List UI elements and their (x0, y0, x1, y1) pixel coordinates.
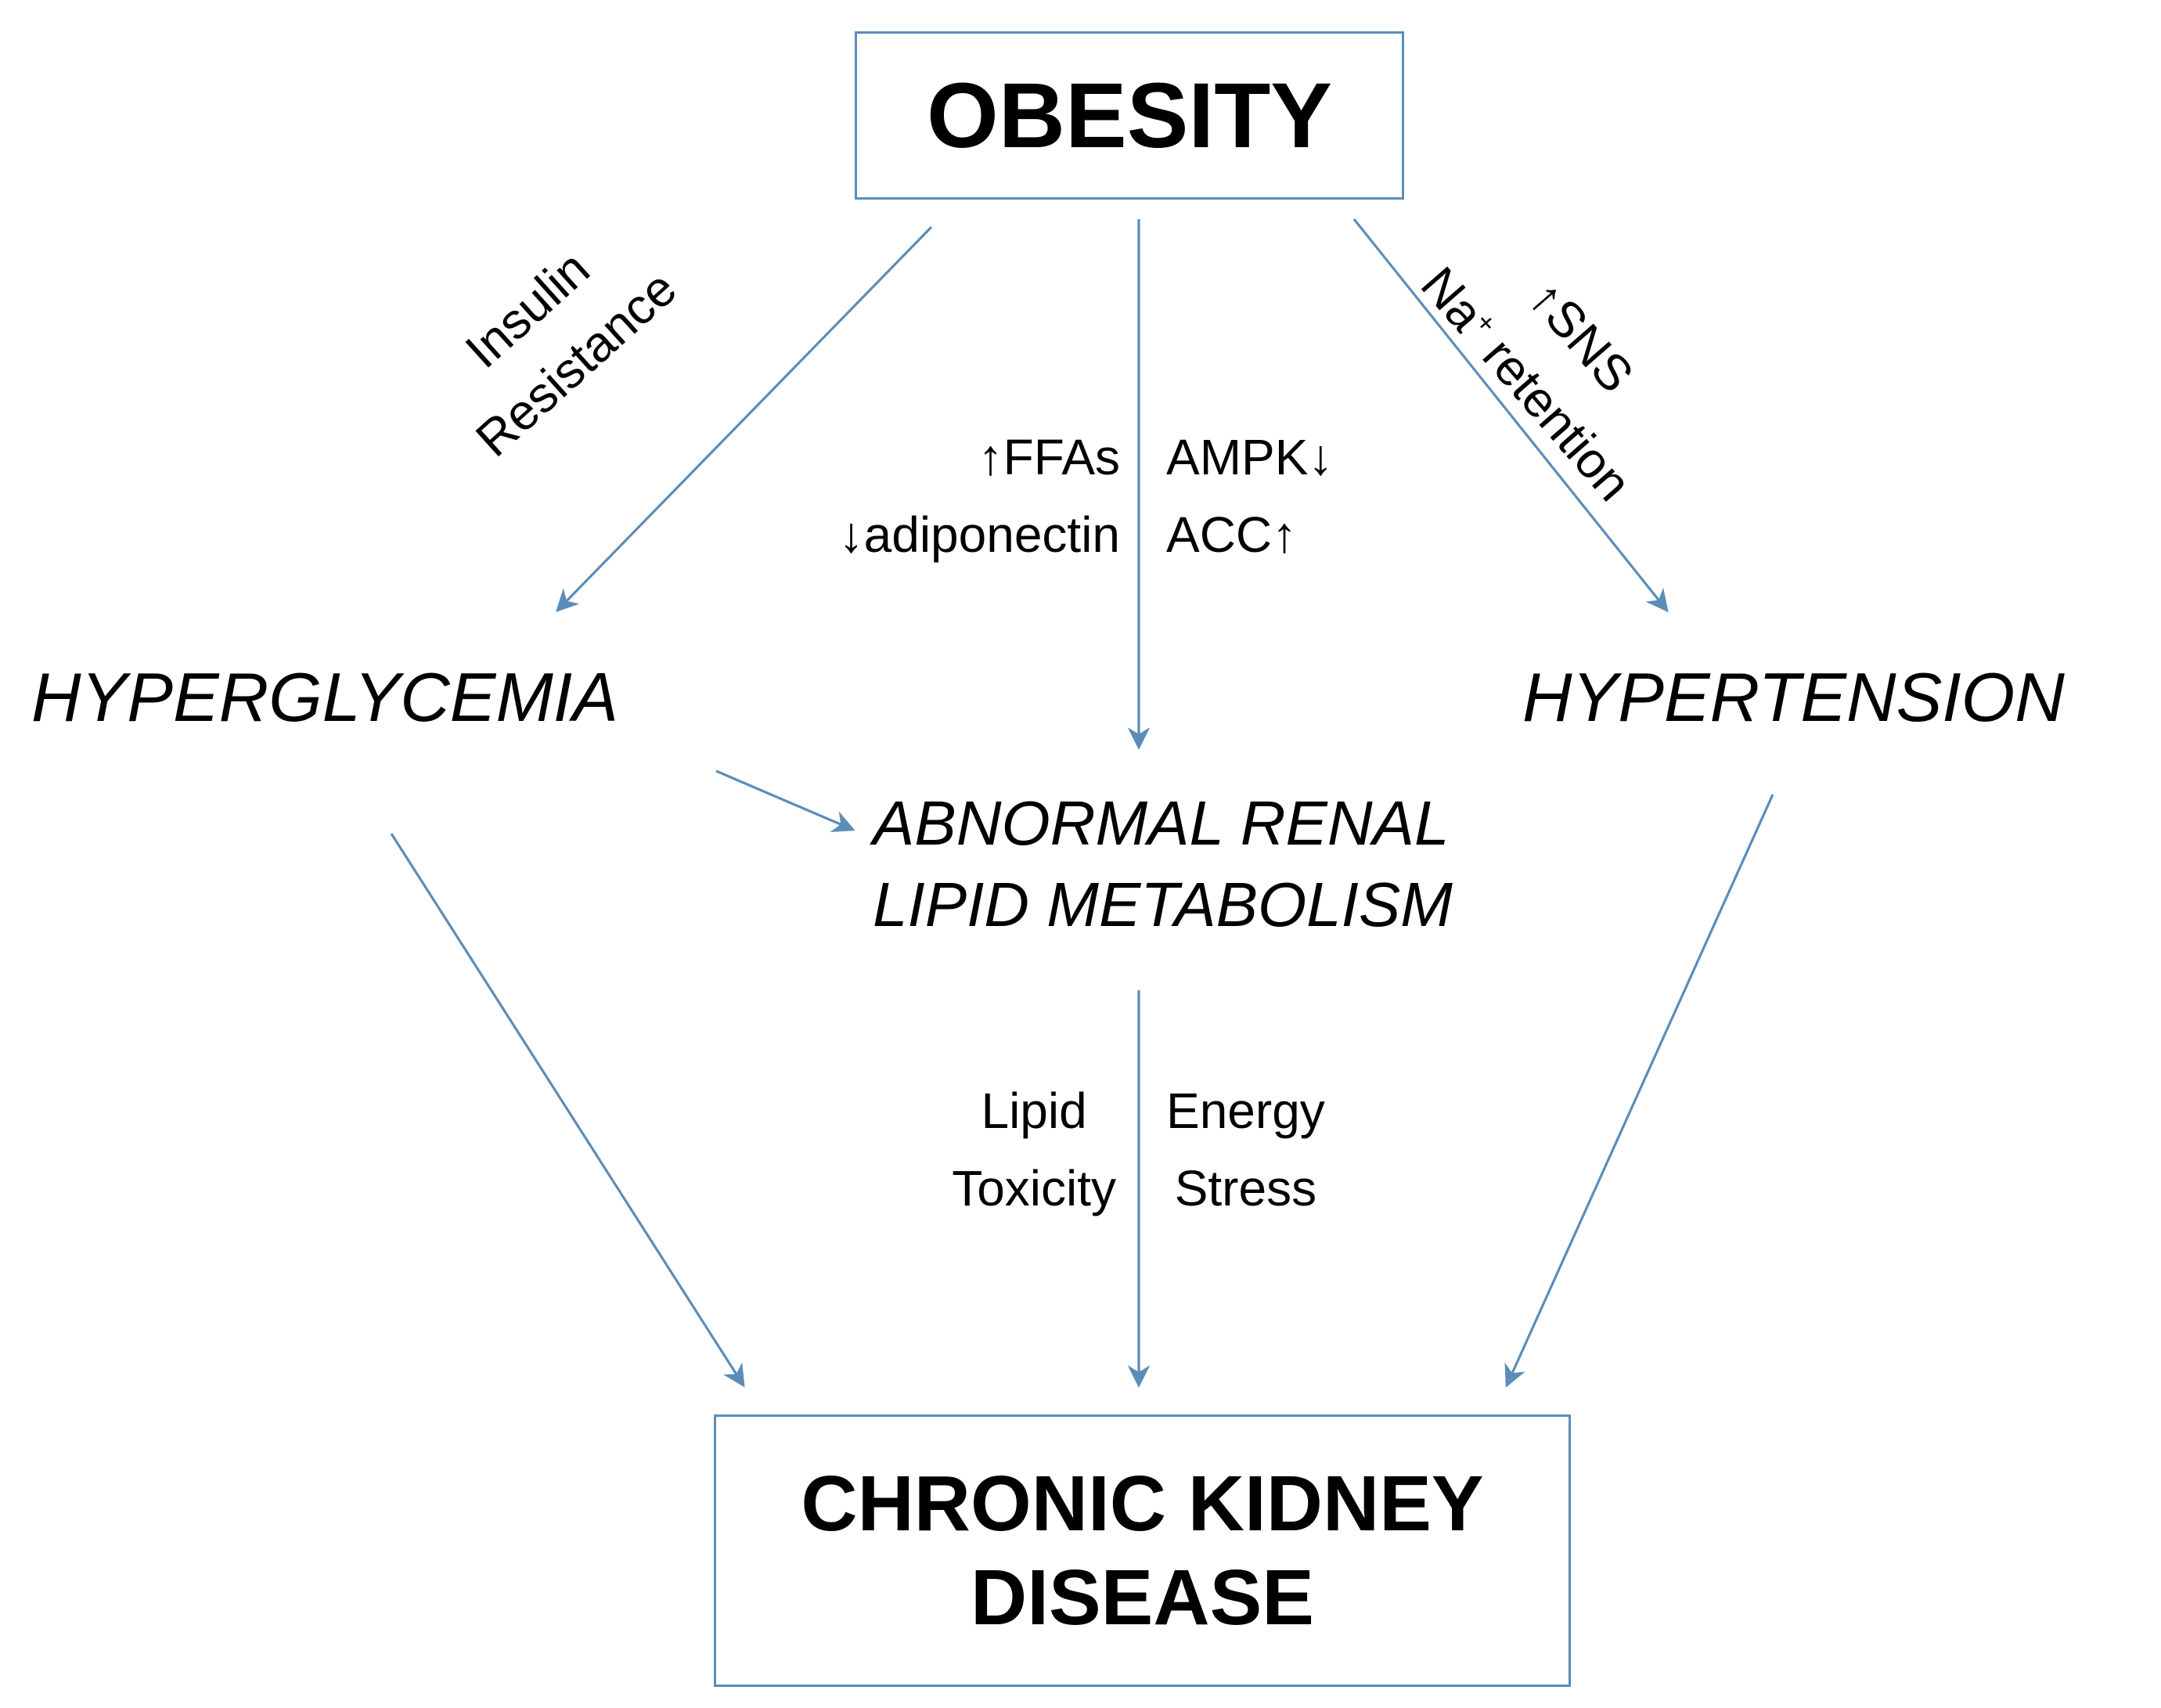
ckd-line-1: CHRONIC KIDNEY (801, 1460, 1484, 1548)
hyperglycemia-label: HYPERGLYCEMIA (31, 658, 618, 736)
energy-text: Energy (1166, 1083, 1325, 1139)
arrow-hyperglycemia-to-ckd (390, 833, 745, 1388)
ampk-text: AMPK↓ (1166, 429, 1334, 485)
ffas-adiponectin-label: ↑FFAs ↓adiponectin (839, 419, 1120, 574)
renal-line-1: ABNORMAL RENAL (873, 788, 1450, 858)
arrow-obesity-to-hyperglycemia (555, 225, 933, 613)
ampk-acc-label: AMPK↓ ACC↑ (1166, 419, 1333, 574)
lipid-toxicity-label: Lipid Toxicity (952, 1072, 1116, 1227)
ffas-text: ↑FFAs (978, 429, 1120, 485)
arrow-obesity-to-hypertension (1352, 218, 1669, 613)
toxicity-text: Toxicity (952, 1160, 1116, 1217)
energy-stress-label: Energy Stress (1166, 1072, 1325, 1227)
stress-text: Stress (1174, 1160, 1317, 1217)
renal-lipid-metabolism-node: ABNORMAL RENAL LIPID METABOLISM (873, 783, 1453, 946)
ckd-line-2: DISEASE (970, 1554, 1314, 1641)
obesity-label: OBESITY (927, 63, 1332, 168)
obesity-box: OBESITY (855, 31, 1404, 200)
adiponectin-text: ↓adiponectin (838, 506, 1120, 564)
ckd-box: CHRONIC KIDNEY DISEASE (714, 1414, 1571, 1687)
arrow-hypertension-to-ckd (1504, 794, 1774, 1388)
acc-text: ACC↑ (1166, 506, 1298, 564)
arrow-hyperglycemia-to-renal (715, 769, 855, 833)
hypertension-label: HYPERTENSION (1522, 658, 2065, 736)
lipid-text: Lipid (981, 1083, 1087, 1139)
renal-line-2: LIPID METABOLISM (873, 870, 1453, 939)
